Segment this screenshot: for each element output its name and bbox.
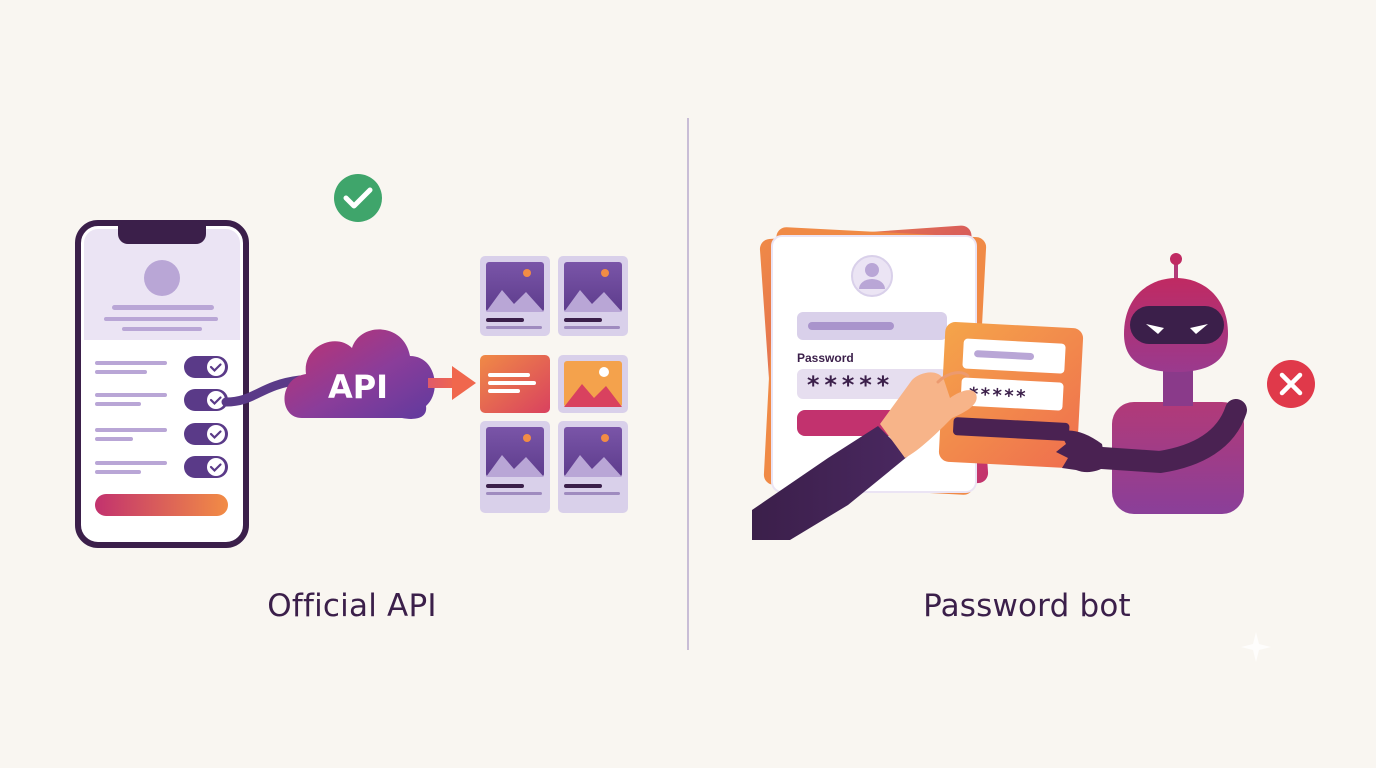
caption-official-api: Official API: [267, 588, 437, 624]
credential-card: *****: [938, 321, 1084, 469]
phone-button: [95, 494, 228, 516]
arrow-right-icon: [428, 366, 476, 400]
robot-visor: [1130, 306, 1224, 344]
password-field-mask: *****: [806, 371, 893, 399]
content-card-grid: [480, 256, 628, 513]
permission-row: [95, 423, 228, 445]
phone-notch: [118, 226, 206, 244]
user-avatar-icon: [851, 255, 893, 297]
robot-illustration: [1056, 253, 1247, 514]
permission-row: [95, 456, 228, 478]
content-card: [558, 256, 628, 336]
x-circle-icon: [1267, 360, 1315, 408]
content-card-highlighted: [480, 355, 550, 413]
content-card: [480, 421, 550, 513]
check-circle-icon: [334, 174, 382, 222]
permission-row: [95, 389, 228, 411]
credential-card-mask: *****: [967, 384, 1027, 408]
password-field-label: Password: [797, 351, 854, 365]
sparkle-icon: [1241, 632, 1271, 662]
human-hand: [752, 371, 977, 540]
content-card-highlighted: [558, 355, 628, 413]
content-card: [558, 421, 628, 513]
api-cloud: API: [284, 329, 435, 419]
phone-illustration: [75, 220, 249, 548]
caption-password-bot: Password bot: [923, 588, 1131, 624]
permission-row: [95, 356, 228, 378]
content-card: [480, 256, 550, 336]
api-label: API: [328, 368, 388, 406]
connector-line: [221, 375, 305, 407]
avatar: [144, 260, 180, 296]
